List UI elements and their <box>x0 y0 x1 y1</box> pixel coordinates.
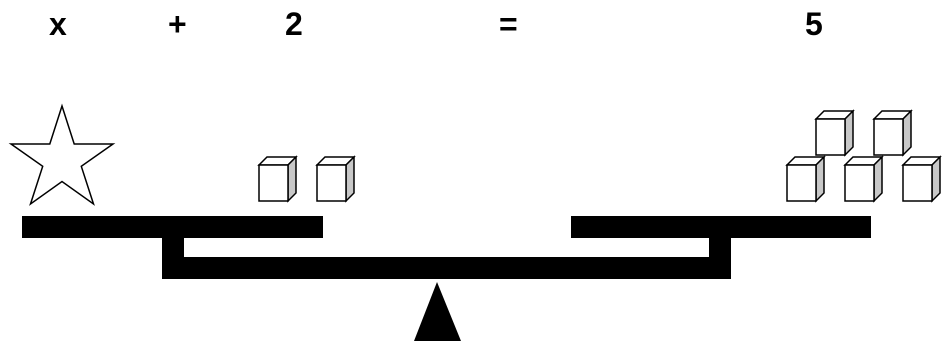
left-pan-cube <box>315 155 356 203</box>
equation-plus-operator: + <box>168 6 187 42</box>
star-icon <box>8 103 116 206</box>
right-pan-cube <box>901 155 942 203</box>
fulcrum-triangle <box>414 282 461 341</box>
equation-equals-sign: = <box>499 6 518 42</box>
right-post <box>709 230 731 279</box>
right-pan-cube <box>843 155 884 203</box>
left-pan-cube <box>257 155 298 203</box>
right-pan <box>571 216 871 238</box>
equation-addend: 2 <box>285 6 303 42</box>
equation-variable: x <box>49 6 67 42</box>
right-pan-cube <box>814 109 855 157</box>
equation-result: 5 <box>805 6 823 42</box>
left-pan <box>22 216 323 238</box>
left-post <box>162 230 184 279</box>
right-pan-cube <box>872 109 913 157</box>
right-pan-cube <box>785 155 826 203</box>
balance-beam <box>162 257 731 279</box>
cube-group <box>257 109 942 203</box>
